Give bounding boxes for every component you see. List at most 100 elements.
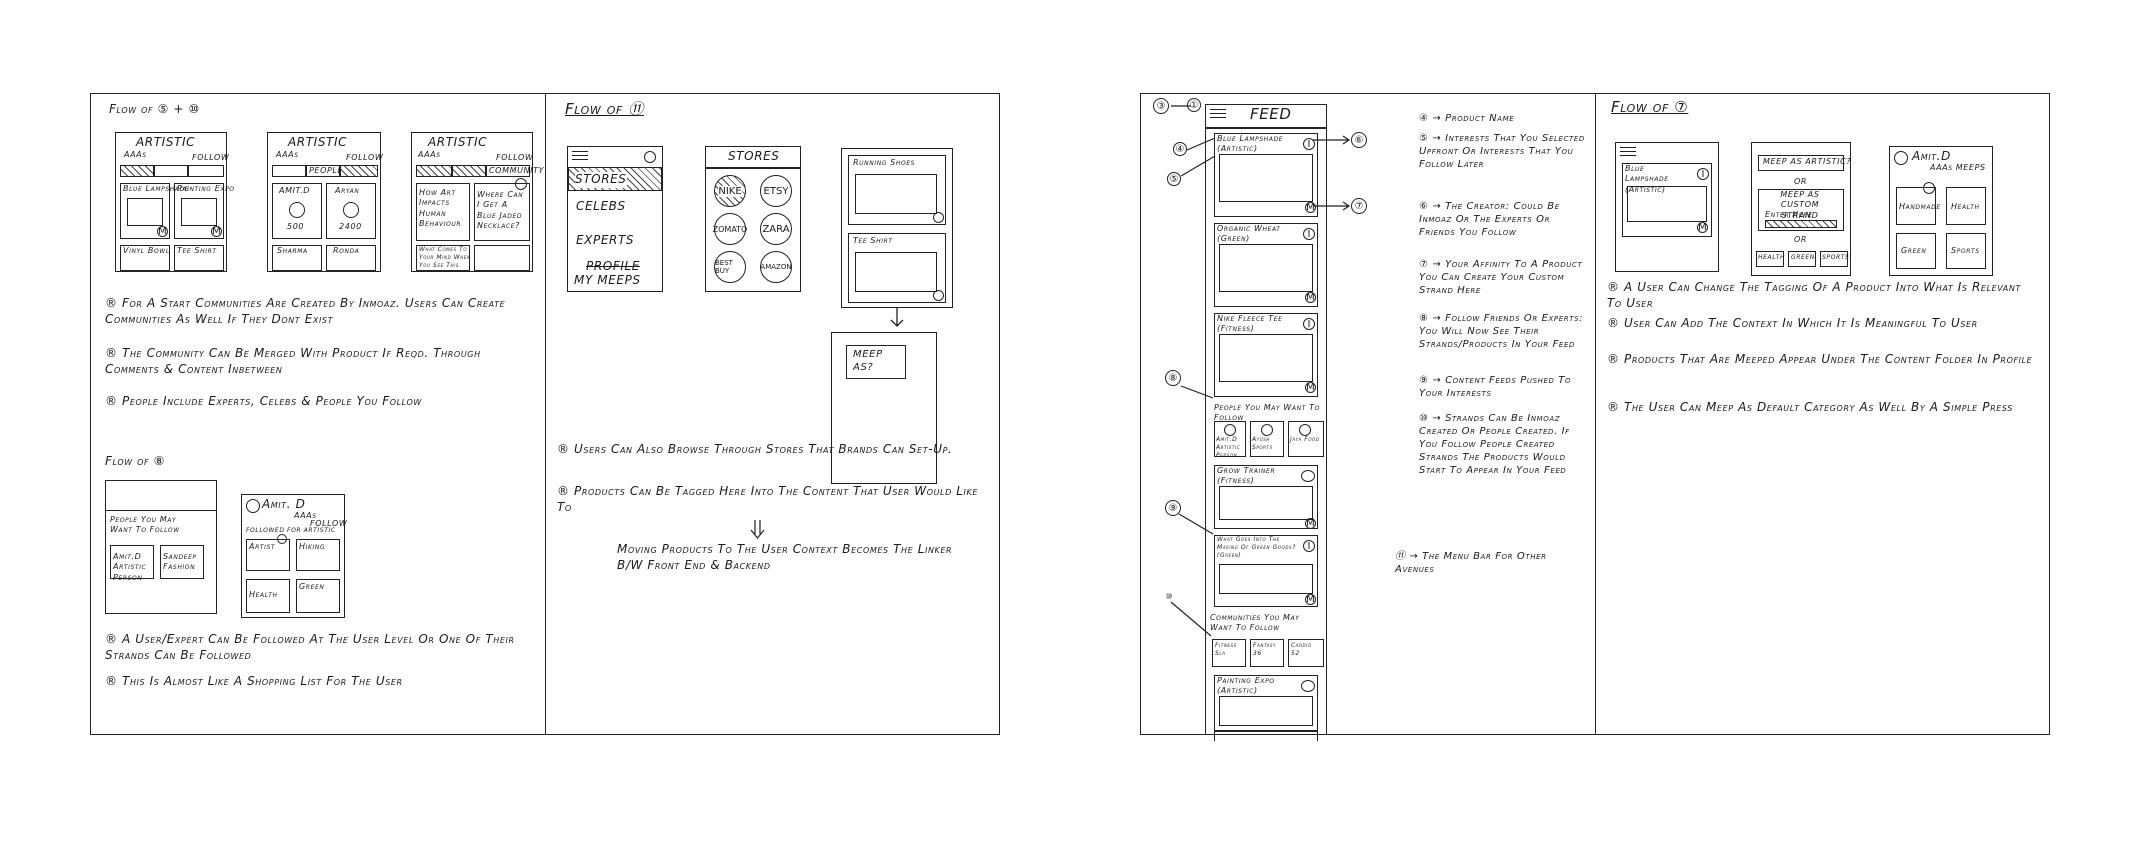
meeps-profile-screen: Amit.D AAAs MEEPS Handmade Health Green … [1889, 146, 1993, 276]
product-card[interactable]: Painting Expo M [174, 183, 234, 239]
person-card[interactable]: Sandeep Fashion [160, 545, 204, 579]
tab-people[interactable] [452, 165, 486, 177]
product-card[interactable]: Blue Lampshade M [120, 183, 189, 239]
feed-product-card[interactable]: Blue Lampshade (Artistic) I M [1214, 133, 1318, 217]
store-icon-zomato[interactable]: ZOMATO [713, 213, 747, 245]
meep-icon[interactable]: M [1305, 594, 1316, 605]
product-card[interactable]: Tee Shirt [174, 245, 224, 271]
store-icon-zara[interactable]: ZARA [760, 213, 792, 245]
people-card[interactable]: Amit.D Artistic Person [1214, 421, 1246, 459]
flow-7-title: Flow of ⑦ [1611, 98, 1689, 116]
product-card[interactable]: Running Shoes [848, 155, 946, 225]
product-title: Grow Trainer (Fitness) [1217, 466, 1276, 486]
store-icon-best-buy[interactable]: BEST BUY [714, 251, 746, 283]
community-card[interactable]: Fitness Sla [1212, 639, 1246, 667]
strand-tile[interactable]: Health [246, 579, 290, 613]
meep-icon[interactable]: M [1305, 382, 1316, 393]
creator-icon[interactable]: I [1303, 318, 1315, 330]
discussion-card[interactable] [474, 245, 530, 271]
product-card[interactable]: Vinyl Bowl [120, 245, 170, 271]
creator-icon[interactable]: I [1303, 540, 1315, 552]
meep-folder-tile[interactable]: Health [1946, 187, 1986, 225]
feed-product-card[interactable]: Nike Fleece Tee (Fitness) I M [1214, 313, 1318, 397]
person-card[interactable]: Aryan 2400 [326, 183, 376, 239]
meep-icon[interactable]: M [1305, 202, 1316, 213]
menu-item-celebs[interactable]: CELEBS [576, 199, 626, 213]
product-card[interactable]: Tee Shirt [848, 233, 946, 303]
follow-button[interactable]: FOLLOW [346, 153, 384, 162]
product-title: Organic Wheat (Green) [1217, 224, 1281, 244]
meep-icon[interactable]: M [1697, 222, 1708, 233]
follow-button[interactable]: FOLLOW [496, 153, 534, 162]
follow-button[interactable]: FOLLOW [192, 153, 230, 162]
people-card[interactable]: Ayush Sports [1250, 421, 1284, 457]
hamburger-menu-icon[interactable] [1210, 109, 1226, 119]
menu-item-profile[interactable]: PROFILE [586, 259, 640, 273]
strand-tile[interactable]: Hiking [296, 539, 340, 571]
meep-as-dialog[interactable]: MEEP AS? [846, 345, 906, 379]
meep-icon[interactable]: M [211, 226, 222, 237]
tab-products[interactable] [272, 165, 306, 177]
follow-button[interactable]: FOLLOW [310, 519, 348, 528]
hamburger-menu-icon[interactable] [572, 151, 588, 161]
person-card[interactable]: Amit.D Artistic Person [110, 545, 154, 582]
product-title: Painting Expo (Artistic) [1217, 676, 1275, 696]
discussion-card[interactable]: How Art Impacts Human Behaviour [416, 183, 470, 241]
tab-community[interactable] [340, 165, 378, 177]
store-icon-nike[interactable]: NIKE [714, 175, 746, 207]
meep-icon[interactable]: M [1305, 292, 1316, 303]
meep-folder-tile[interactable]: Sports [1946, 233, 1986, 269]
tag-option-sports[interactable]: SPORTS [1820, 251, 1849, 267]
hamburger-menu-icon[interactable] [1620, 147, 1636, 157]
meep-folder-tile[interactable]: Green [1896, 233, 1936, 269]
tab-label: COMMUNITY [489, 166, 545, 175]
feed-product-card[interactable]: Grow Trainer (Fitness) M [1214, 465, 1318, 529]
strand-tile[interactable]: Green [296, 579, 340, 613]
strand-tile[interactable]: Artist [246, 534, 290, 571]
meep-icon[interactable] [933, 212, 944, 223]
tab-products[interactable] [120, 165, 154, 177]
tab-community[interactable]: COMMUNITY [486, 165, 543, 177]
creator-icon[interactable] [1301, 680, 1315, 692]
creator-icon[interactable]: I [1303, 138, 1315, 150]
custom-strand-label: MEEP AS CUSTOM STRAND [1780, 190, 1820, 220]
product-card[interactable]: Blue Lampshade (Artistic) I M [1622, 163, 1712, 237]
meep-icon[interactable] [933, 290, 944, 301]
meep-icon[interactable]: M [157, 226, 168, 237]
store-icon-amazon[interactable]: AMAZON [760, 251, 792, 283]
flow-5-10-title: Flow of ⑤ + ⑩ [109, 102, 200, 116]
tag-option-green[interactable]: GREEN [1788, 251, 1816, 267]
creator-icon[interactable] [1301, 470, 1315, 482]
community-card[interactable]: Cardio 52 [1288, 639, 1324, 667]
meep-as-default-button[interactable]: MEEP AS ARTISTIC? [1758, 155, 1851, 171]
discussion-card[interactable]: What Comes To Your Mind When You See Thi… [416, 245, 470, 271]
creator-icon[interactable]: I [1697, 168, 1709, 180]
menu-item-my-meeps[interactable]: MY MEEPS [574, 273, 641, 287]
profile-avatar-icon[interactable] [644, 151, 656, 163]
person-card[interactable]: Ronda [326, 245, 376, 271]
person-card[interactable]: Sharma [272, 245, 322, 271]
tab-people[interactable] [154, 165, 188, 177]
follow-icon[interactable] [277, 534, 287, 544]
person-card[interactable]: AMIT.D 500 [272, 183, 322, 239]
section-header: People You May Want To Follow [110, 515, 180, 535]
menu-item-experts[interactable]: EXPERTS [576, 233, 635, 247]
feed-product-card[interactable]: Painting Expo (Artistic) [1214, 675, 1318, 731]
custom-strand-input[interactable] [1765, 220, 1837, 228]
people-card[interactable]: Jaya Food [1288, 421, 1324, 457]
feed-content-card[interactable]: What Goes Into The Making Of Green Goods… [1214, 535, 1318, 607]
meep-folder-tile[interactable]: Handmade [1896, 182, 1940, 225]
menu-item-stores[interactable]: STORES [568, 167, 662, 191]
meep-icon[interactable]: M [1305, 518, 1316, 529]
tag-option-health[interactable]: HEALTH [1756, 251, 1785, 267]
tab-community[interactable] [188, 165, 224, 177]
store-icon-etsy[interactable]: ETSY [760, 175, 792, 207]
community-card[interactable]: Fantasy 36 [1250, 639, 1284, 667]
discussion-card[interactable]: Where Can I Get A Blue Jaded Necklace? [474, 178, 530, 241]
tab-people[interactable]: PEOPLE [306, 165, 343, 177]
tab-products[interactable] [416, 165, 452, 177]
note-communities-created: ® For A Start Communities Are Created By… [105, 296, 506, 326]
creator-icon[interactable]: I [1303, 228, 1315, 240]
feed-product-card[interactable]: Organic Wheat (Green) I M [1214, 223, 1318, 307]
custom-strand-box[interactable]: MEEP AS CUSTOM STRAND Enter Here [1758, 189, 1844, 231]
